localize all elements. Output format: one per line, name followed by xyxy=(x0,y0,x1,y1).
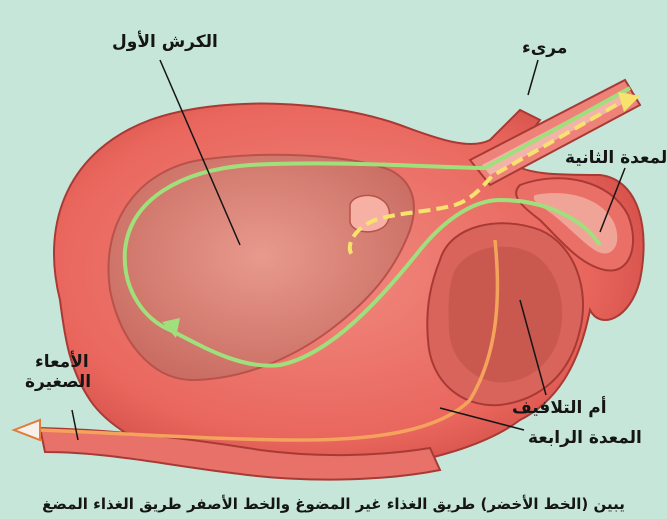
label-abomasum: المعدة الرابعة xyxy=(528,428,642,448)
label-omasum: أم التلافيف xyxy=(512,398,607,418)
rumen-knob xyxy=(350,195,390,231)
label-rumen: الكرش الأول xyxy=(112,32,218,52)
pointer-esophagus xyxy=(528,60,538,95)
label-reticulum: المعدة الثانية xyxy=(565,148,667,168)
label-esophagus: مرىء xyxy=(522,38,567,58)
orange-arrowhead xyxy=(14,420,40,440)
label-intestine-1: الأمعاء xyxy=(35,352,89,372)
figure-caption: يبين (الخط الأخضر) طريق الغذاء غير المضو… xyxy=(0,489,667,519)
label-intestine-2: الصغيرة xyxy=(25,372,91,392)
omasum-inner xyxy=(449,247,563,383)
